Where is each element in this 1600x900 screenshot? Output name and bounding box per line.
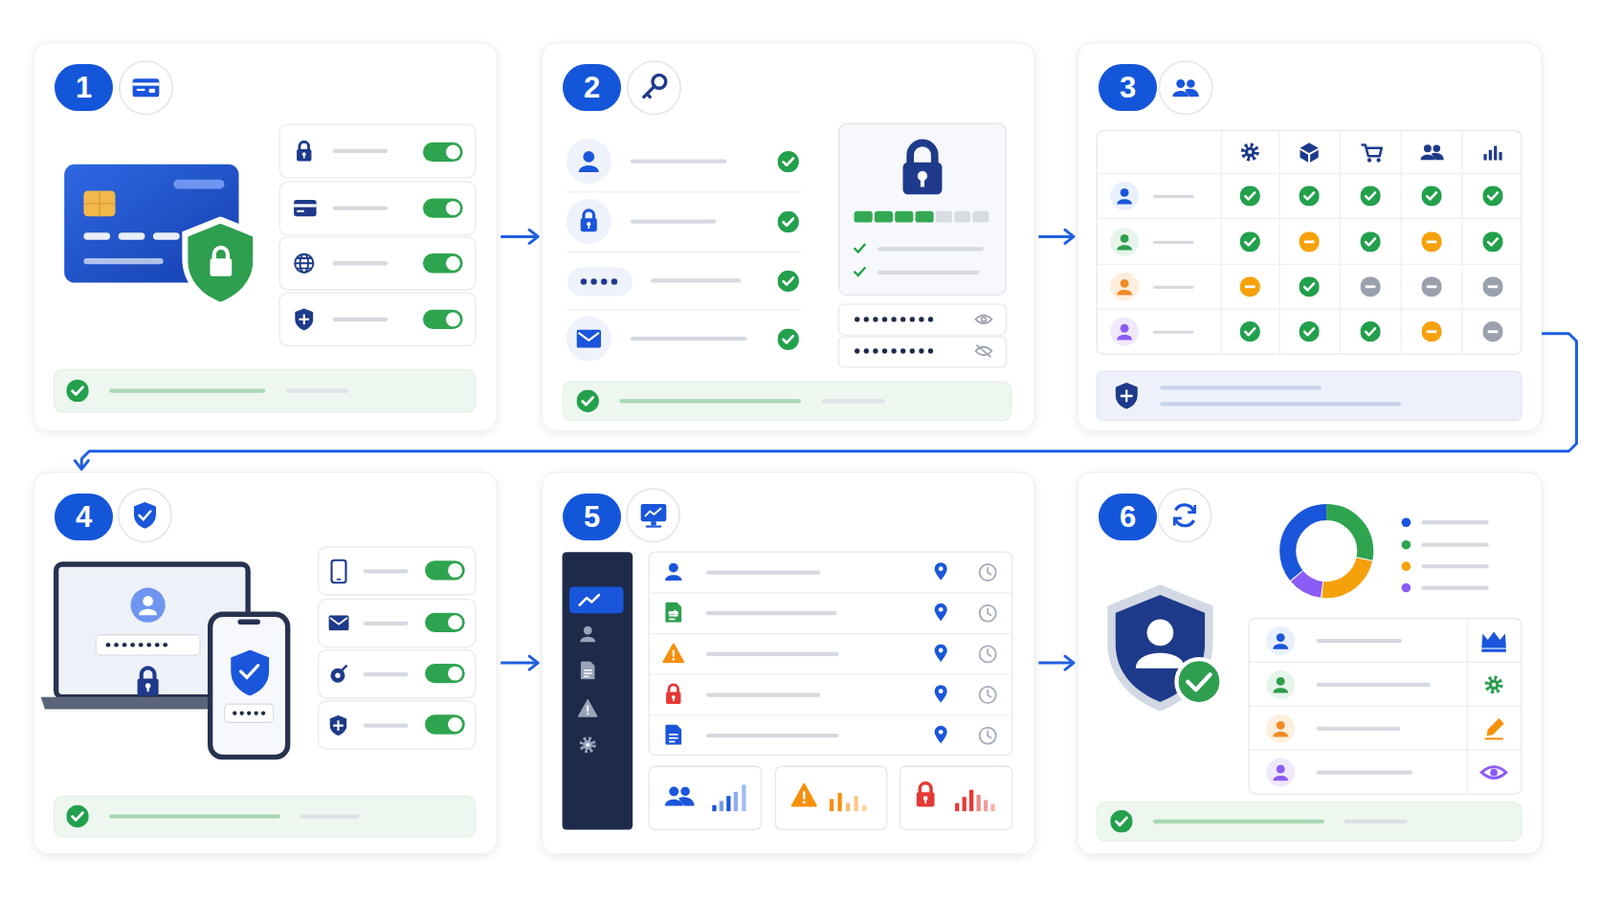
flow-arrow <box>1038 662 1074 666</box>
password-dot <box>872 348 878 354</box>
password-dot <box>918 316 924 322</box>
password-dot <box>882 316 888 322</box>
step-number: 2 <box>562 64 622 112</box>
password-dot <box>890 316 896 322</box>
flow-arrow <box>500 235 538 239</box>
password-dot <box>872 316 878 322</box>
permission-status <box>1240 185 1261 206</box>
password-dot <box>910 316 915 322</box>
permission-status <box>1482 321 1503 342</box>
step-panel: 1 <box>33 43 497 431</box>
flow-arrow <box>81 333 1577 470</box>
password-dot <box>910 348 915 354</box>
step-number: 6 <box>1098 493 1157 541</box>
permission-status <box>1482 231 1503 252</box>
permission-status <box>1298 231 1319 252</box>
password-dot <box>928 348 934 354</box>
step-panel: 5 <box>541 472 1035 855</box>
flow-arrow <box>500 662 538 666</box>
permission-status <box>1298 185 1319 206</box>
password-dot <box>900 316 906 322</box>
permission-status <box>1359 185 1380 206</box>
step-panel: 4 <box>33 472 497 855</box>
permission-status <box>1482 185 1503 206</box>
permission-status <box>1359 276 1380 297</box>
permission-status <box>1240 276 1261 297</box>
permission-status <box>1359 321 1380 342</box>
permission-status <box>1421 185 1442 206</box>
step-panel: 6 <box>1077 472 1542 855</box>
password-dot <box>854 348 860 354</box>
permission-status <box>1240 231 1261 252</box>
step-panel: 3 <box>1077 43 1542 431</box>
step-panel: 2 <box>541 43 1035 431</box>
password-dot <box>918 348 924 354</box>
permission-status <box>1359 231 1380 252</box>
password-dot <box>864 316 869 322</box>
step-number: 4 <box>54 493 113 541</box>
permission-status <box>1421 231 1442 252</box>
step-number: 1 <box>54 64 113 112</box>
flow-arrow <box>1038 235 1074 239</box>
password-dot <box>900 348 906 354</box>
permission-status <box>1240 321 1261 342</box>
password-dot <box>890 348 896 354</box>
password-dot <box>864 348 869 354</box>
password-dot <box>854 316 860 322</box>
card-illustration <box>64 164 259 309</box>
permission-status <box>1298 321 1319 342</box>
permission-status <box>1421 276 1442 297</box>
permission-status <box>1298 276 1319 297</box>
permission-status <box>1421 321 1442 342</box>
permission-status <box>1482 276 1503 297</box>
step-number: 5 <box>562 493 622 541</box>
password-dot <box>882 348 888 354</box>
step-number: 3 <box>1098 64 1157 112</box>
password-dot <box>928 316 934 322</box>
